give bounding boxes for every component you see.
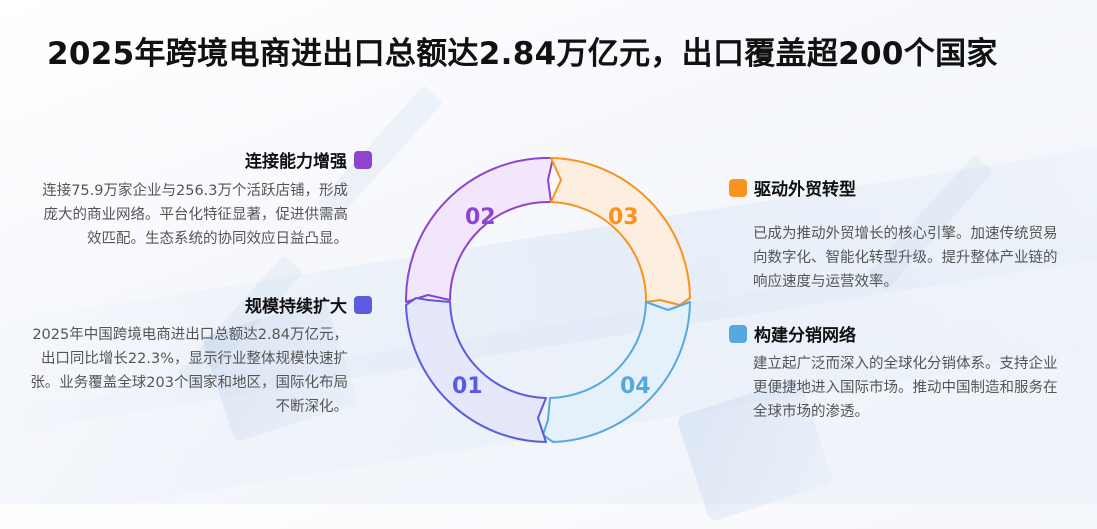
block-network-label: 构建分销网络 xyxy=(754,326,856,346)
block-network: 构建分销网络 建立起广泛而深入的全球化分销体系。支持企业更便捷地进入国际市场。推… xyxy=(729,321,1069,424)
block-connect-label: 连接能力增强 xyxy=(245,152,347,172)
segment-01-number: 01 xyxy=(452,374,483,399)
block-network-desc: 建立起广泛而深入的全球化分销体系。支持企业更便捷地进入国际市场。推动中国制造和服… xyxy=(753,356,1058,420)
orange-square-marker-icon xyxy=(729,178,747,197)
page-title: 2025年跨境电商进出口总额达2.84万亿元，出口覆盖超200个国家 xyxy=(47,36,998,72)
blue-square-marker-icon xyxy=(729,324,747,343)
block-connect: 连接能力增强 连接75.9万家企业与256.3万个活跃店铺，形成庞大的商业网络。… xyxy=(30,147,372,251)
cycle-diagram: 02 03 04 01 xyxy=(405,157,691,443)
cycle-segment-02: 02 xyxy=(405,157,554,303)
block-scale-desc: 2025年中国跨境电商进出口总额达2.84万亿元，出口同比增长22.3%，显示行… xyxy=(30,327,348,415)
block-drive-label: 驱动外贸转型 xyxy=(754,180,856,200)
segment-04-number: 04 xyxy=(620,374,651,399)
block-drive-desc: 已成为推动外贸增长的核心引擎。加速传统贸易向数字化、智能化转型升级。提升整体产业… xyxy=(753,226,1058,290)
block-scale: 规模持续扩大 2025年中国跨境电商进出口总额达2.84万亿元，出口同比增长22… xyxy=(30,292,372,419)
purple-square-marker-icon xyxy=(354,150,372,169)
cycle-segment-01: 01 xyxy=(405,297,547,443)
cycle-segment-04: 04 xyxy=(542,301,691,443)
block-scale-label: 规模持续扩大 xyxy=(245,297,347,317)
segment-03-number: 03 xyxy=(608,205,639,230)
segment-02-number: 02 xyxy=(465,205,496,230)
indigo-square-marker-icon xyxy=(354,295,372,314)
block-drive: 驱动外贸转型 已成为推动外贸增长的核心引擎。加速传统贸易向数字化、智能化转型升级… xyxy=(729,175,1069,294)
block-connect-desc: 连接75.9万家企业与256.3万个活跃店铺，形成庞大的商业网络。平台化特征显著… xyxy=(42,183,348,247)
cycle-segment-03: 03 xyxy=(550,157,691,306)
